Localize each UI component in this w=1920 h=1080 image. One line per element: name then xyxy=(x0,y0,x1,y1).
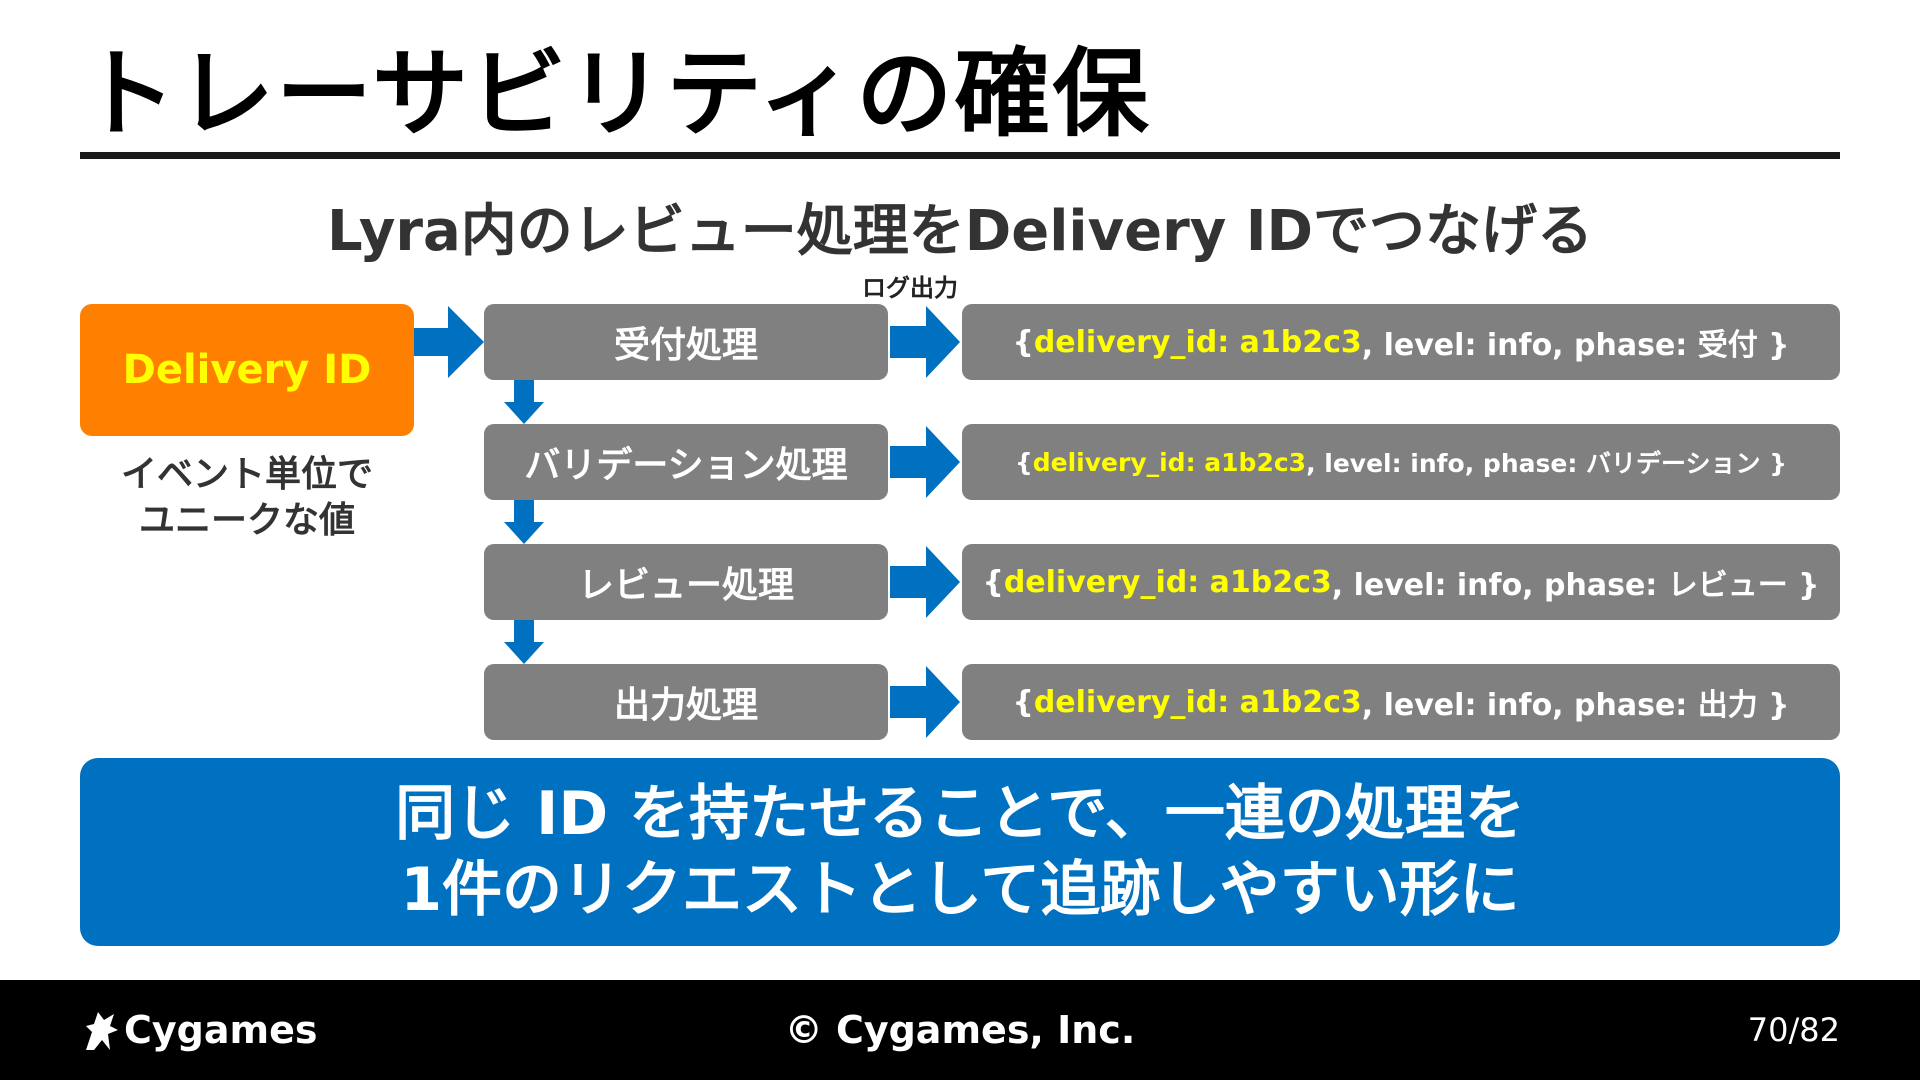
step-review: レビュー処理 xyxy=(484,544,888,620)
log-entry-output: { delivery_id: a1b2c3, level: info, phas… xyxy=(962,664,1840,740)
log-rest: , level: info, phase: バリデーション } xyxy=(1306,449,1788,478)
log-delivery-id: delivery_id: a1b2c3 xyxy=(1003,564,1332,600)
log-entry-validation: { delivery_id: a1b2c3, level: info, phas… xyxy=(962,424,1840,500)
page-title: トレーサビリティの確保 xyxy=(80,38,1151,150)
log-delivery-id: delivery_id: a1b2c3 xyxy=(1032,447,1307,477)
step-validation: バリデーション処理 xyxy=(484,424,888,500)
company-logo: Cygames xyxy=(80,1002,318,1058)
arrow-right-icon xyxy=(890,666,960,738)
arrow-down-icon xyxy=(504,620,544,664)
title-divider xyxy=(80,152,1840,159)
log-entry-reception: { delivery_id: a1b2c3, level: info, phas… xyxy=(962,304,1840,380)
log-rest: , level: info, phase: 出力 } xyxy=(1361,688,1790,723)
delivery-id-label: Delivery ID xyxy=(122,347,372,393)
arrow-down-icon xyxy=(504,380,544,424)
log-open: { xyxy=(982,564,1004,600)
arrow-right-icon xyxy=(890,426,960,498)
arrow-right-icon xyxy=(890,546,960,618)
log-rest: , level: info, phase: レビュー } xyxy=(1331,568,1820,603)
arrow-down-icon xyxy=(504,500,544,544)
dragon-logo-icon xyxy=(86,1012,118,1050)
step-label: 出力処理 xyxy=(613,685,758,726)
arrow-right-icon xyxy=(414,306,484,378)
log-entry-review: { delivery_id: a1b2c3, level: info, phas… xyxy=(962,544,1840,620)
copyright: © Cygames, Inc. xyxy=(784,1008,1136,1052)
arrow-right-icon xyxy=(890,306,960,378)
log-open: { xyxy=(1012,684,1034,720)
log-open: { xyxy=(1014,447,1033,477)
footer: Cygames © Cygames, Inc. 70/82 xyxy=(0,980,1920,1080)
subtitle: Lyra内のレビュー処理をDelivery IDでつなげる xyxy=(326,199,1594,264)
log-open: { xyxy=(1012,324,1034,360)
company-logo-text: Cygames xyxy=(124,1008,318,1052)
step-reception: 受付処理 xyxy=(484,304,888,380)
log-delivery-id: delivery_id: a1b2c3 xyxy=(1033,684,1362,720)
page-number: 70/82 xyxy=(1747,1011,1840,1049)
log-delivery-id: delivery_id: a1b2c3 xyxy=(1033,324,1362,360)
step-label: 受付処理 xyxy=(613,325,758,366)
summary-banner: 同じ ID を持たせることで、一連の処理を 1件のリクエストとして追跡しやすい形… xyxy=(80,758,1840,946)
step-output: 出力処理 xyxy=(484,664,888,740)
log-rest: , level: info, phase: 受付 } xyxy=(1361,328,1790,363)
summary-line1: 同じ ID を持たせることで、一連の処理を xyxy=(395,779,1525,849)
delivery-id-box: Delivery ID xyxy=(80,304,414,436)
step-label: レビュー処理 xyxy=(577,565,794,606)
delivery-caption-line1: イベント単位で xyxy=(120,454,373,495)
step-label: バリデーション処理 xyxy=(524,445,848,486)
delivery-caption-line2: ユニークな値 xyxy=(138,500,355,541)
delivery-id-caption: イベント単位で ユニークな値 xyxy=(100,452,394,544)
log-output-label: ログ出力 xyxy=(862,274,958,302)
summary-line2: 1件のリクエストとして追跡しやすい形に xyxy=(400,855,1520,925)
